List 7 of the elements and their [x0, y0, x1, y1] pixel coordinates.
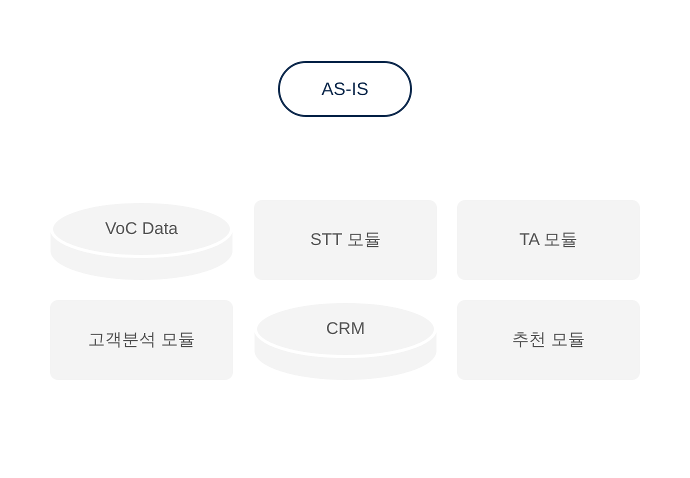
node-label: TA 모듈	[519, 229, 578, 251]
node-label: VoC Data	[105, 218, 178, 240]
node-label: STT 모듈	[310, 229, 381, 251]
node-label: 고객분석 모듈	[88, 329, 195, 351]
node-label: CRM	[326, 318, 365, 340]
node-label: 추천 모듈	[512, 329, 585, 351]
node-label: AS-IS	[321, 78, 368, 100]
